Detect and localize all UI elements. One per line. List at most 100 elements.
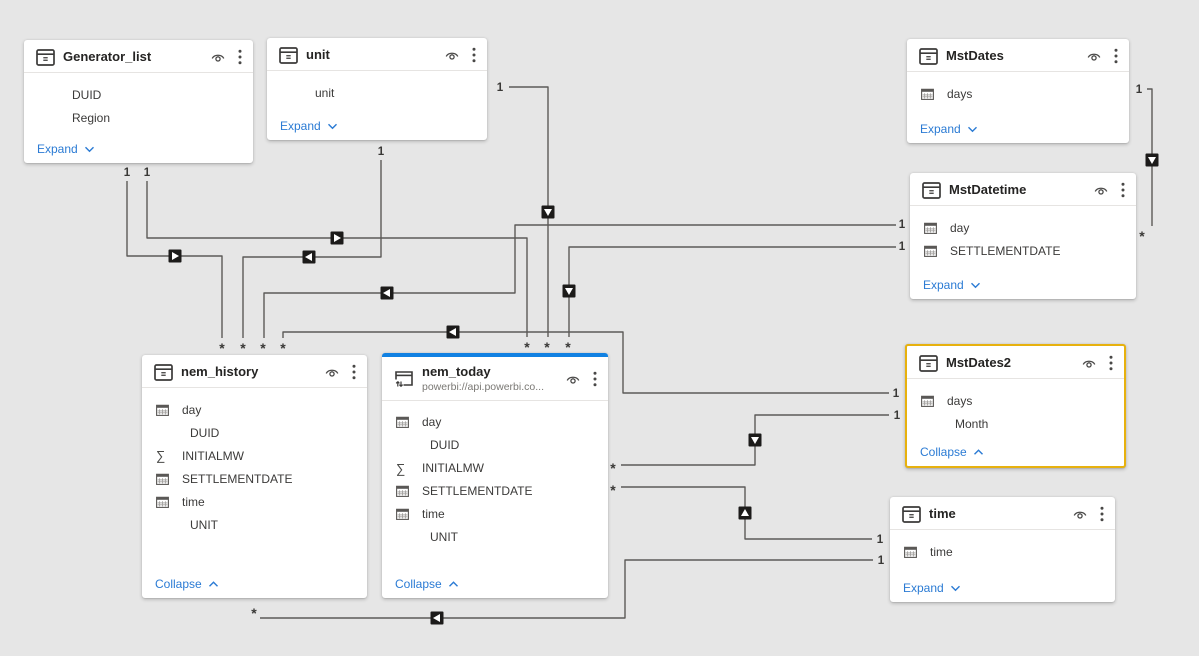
calendar-icon [156, 404, 182, 416]
field-row-INITIALMW[interactable]: ∑ INITIALMW [142, 444, 367, 467]
collapse-link[interactable]: Collapse [920, 445, 984, 459]
field-row-DUID[interactable]: DUID [382, 434, 608, 457]
table-card-header: nem_today powerbi://api.powerbi.co... [382, 357, 608, 401]
eye-icon[interactable] [323, 365, 341, 380]
table-title-wrap: MstDatetime [949, 183, 1084, 198]
eye-icon[interactable] [443, 48, 461, 63]
field-row-UNIT[interactable]: UNIT [382, 526, 608, 549]
more-options-icon[interactable] [351, 363, 357, 381]
more-options-icon[interactable] [1113, 47, 1119, 65]
field-name: unit [315, 85, 335, 100]
table-card-MstDates[interactable]: MstDates days Expand [907, 39, 1129, 143]
table-source: powerbi://api.powerbi.co... [422, 380, 544, 393]
field-name: UNIT [190, 517, 218, 532]
calendar-icon [921, 395, 947, 407]
field-row-days[interactable]: days [907, 389, 1124, 412]
more-options-icon[interactable] [1108, 354, 1114, 372]
cardinality-label: * [251, 605, 257, 621]
eye-icon[interactable] [209, 50, 227, 65]
field-row-day[interactable]: day [910, 216, 1136, 239]
field-name: time [422, 507, 445, 522]
relationship-line[interactable]: *1 [280, 325, 900, 401]
calendar-icon [924, 245, 950, 257]
collapse-link[interactable]: Collapse [395, 577, 459, 591]
expand-collapse-label: Collapse [920, 445, 967, 459]
field-row-time[interactable]: time [142, 490, 367, 513]
expand-link[interactable]: Expand [920, 122, 978, 136]
table-icon [902, 505, 921, 523]
table-name: MstDates2 [946, 355, 1012, 370]
field-row-time[interactable]: time [890, 540, 1115, 563]
calendar-icon [396, 416, 422, 428]
field-row-Region[interactable]: Region [24, 106, 253, 129]
field-row-SETTLEMENTDATE[interactable]: SETTLEMENTDATE [910, 239, 1136, 262]
field-name: time [182, 494, 205, 509]
more-options-icon[interactable] [1120, 181, 1126, 199]
field-row-INITIALMW[interactable]: ∑INITIALMW [382, 457, 608, 480]
cardinality-label: * [240, 340, 246, 356]
table-card-time[interactable]: time time Expand [890, 497, 1115, 602]
expand-collapse-label: Expand [923, 278, 964, 292]
more-options-icon[interactable] [237, 48, 243, 66]
collapse-link[interactable]: Collapse [155, 577, 219, 591]
table-icon [922, 181, 941, 199]
cardinality-label: 1 [894, 410, 901, 422]
relationship-line[interactable]: *1 [610, 482, 884, 546]
cardinality-label: 1 [899, 241, 906, 253]
field-row-time[interactable]: time [382, 503, 608, 526]
eye-icon[interactable] [564, 372, 582, 387]
field-row-SETTLEMENTDATE[interactable]: SETTLEMENTDATE [142, 467, 367, 490]
more-options-icon[interactable] [592, 370, 598, 388]
more-options-icon[interactable] [471, 46, 477, 64]
expand-link[interactable]: Expand [37, 142, 95, 156]
eye-icon[interactable] [1085, 49, 1103, 64]
field-row-days[interactable]: days [907, 82, 1129, 105]
table-name: time [929, 506, 956, 521]
cardinality-label: * [565, 339, 571, 355]
expand-link[interactable]: Expand [903, 581, 961, 595]
cardinality-label: * [219, 340, 225, 356]
relationship-line[interactable]: 1* [240, 146, 385, 356]
relationship-line[interactable]: 1* [497, 82, 555, 355]
field-row-DUID[interactable]: DUID [24, 83, 253, 106]
eye-icon[interactable] [1071, 507, 1089, 522]
table-icon [919, 47, 938, 65]
more-options-icon[interactable] [1099, 505, 1105, 523]
field-row-day[interactable]: day [382, 411, 608, 434]
field-row-DUID[interactable]: DUID [142, 421, 367, 444]
relationship-line[interactable]: 1* [260, 219, 906, 356]
table-card-unit[interactable]: unit unit Expand [267, 38, 487, 140]
chevron-down-icon [967, 122, 978, 136]
expand-link[interactable]: Expand [923, 278, 981, 292]
field-name: INITIALMW [182, 448, 244, 463]
relationship-line[interactable]: 1* [124, 167, 225, 356]
relationship-line[interactable]: 1* [144, 167, 530, 355]
field-name: time [930, 544, 953, 559]
table-card-nem_today[interactable]: nem_today powerbi://api.powerbi.co... da… [382, 353, 608, 598]
relationship-line[interactable]: 1* [610, 410, 901, 476]
relationship-line[interactable]: 1* [562, 241, 906, 355]
field-name: Month [955, 416, 989, 431]
field-row-SETTLEMENTDATE[interactable]: SETTLEMENTDATE [382, 480, 608, 503]
expand-collapse-label: Expand [280, 119, 321, 133]
sigma-icon: ∑ [156, 448, 166, 463]
relationship-line[interactable]: 1* [1136, 84, 1159, 244]
field-row-Month[interactable]: Month [907, 412, 1124, 435]
field-row-UNIT[interactable]: UNIT [142, 513, 367, 536]
calendar-icon [921, 88, 947, 100]
field-row-unit[interactable]: unit [267, 81, 487, 104]
expand-link[interactable]: Expand [280, 119, 338, 133]
field-name: INITIALMW [422, 461, 484, 476]
eye-icon[interactable] [1092, 183, 1110, 198]
eye-icon[interactable] [1080, 356, 1098, 371]
field-row-day[interactable]: day [142, 398, 367, 421]
cardinality-label: * [260, 340, 266, 356]
relationship-line[interactable]: 1* [251, 555, 885, 625]
